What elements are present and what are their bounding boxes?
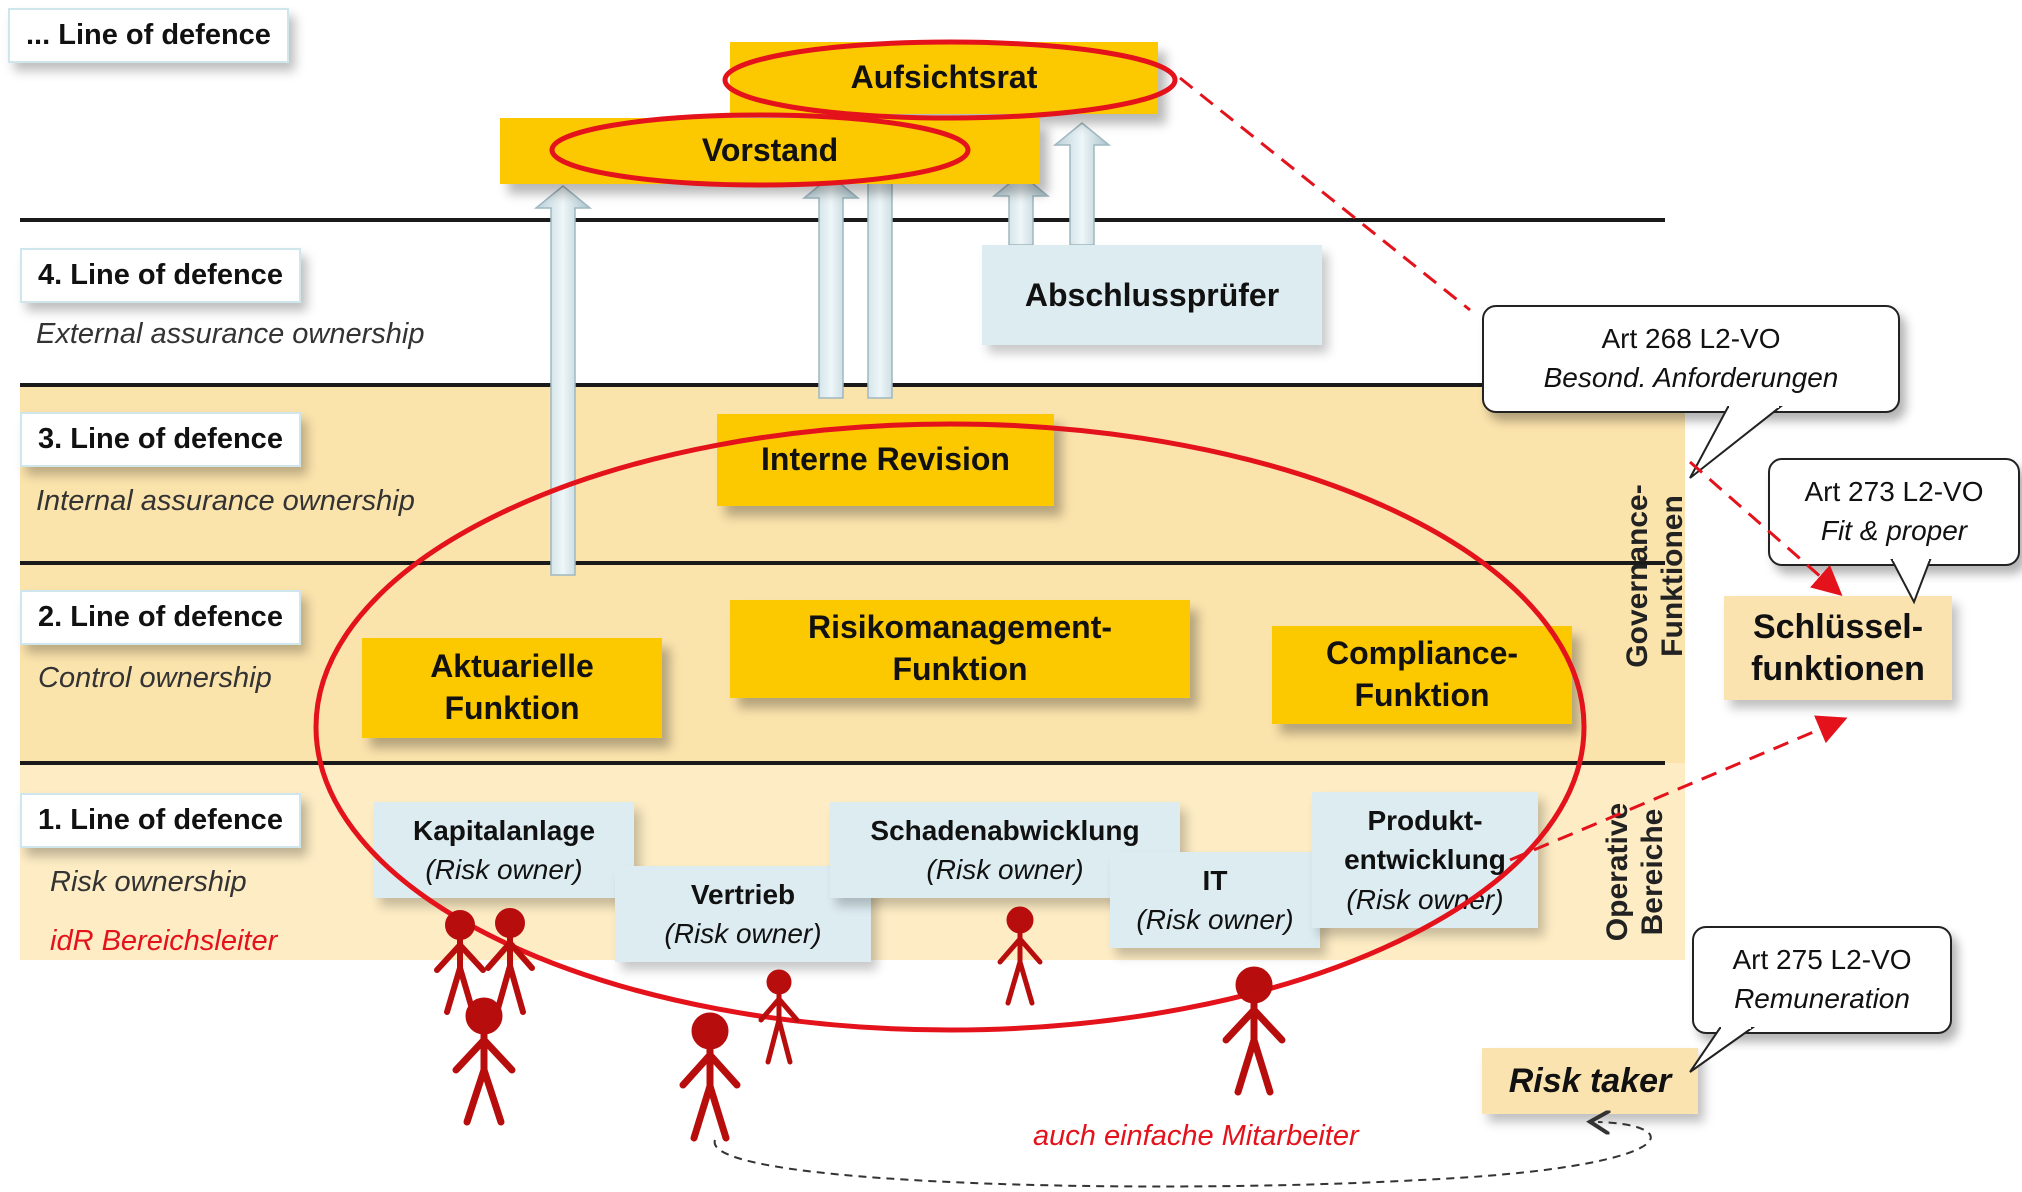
callout-art-268: Art 268 L2-VO Besond. Anforderungen bbox=[1482, 305, 1900, 413]
line-1-title: 1. Line of defence bbox=[20, 793, 301, 848]
callout-art-275: Art 275 L2-VO Remuneration bbox=[1692, 926, 1952, 1034]
dashed-arrow-risk-taker bbox=[713, 1122, 1652, 1188]
abschlusspruefer-label: Abschlussprüfer bbox=[1024, 276, 1280, 313]
kapitalanlage-box: Kapitalanlage (Risk owner) bbox=[374, 802, 634, 898]
line-1-note: idR Bereichsleiter bbox=[50, 925, 278, 957]
line-4-subtitle: External assurance ownership bbox=[36, 318, 425, 350]
callout-art-273-line1: Art 273 L2-VO bbox=[1804, 476, 1984, 508]
aktuarielle-funktion-box: Aktuarielle Funktion bbox=[362, 638, 662, 738]
it-box: IT (Risk owner) bbox=[1110, 852, 1320, 948]
schadenabwicklung-label: Schadenabwicklung bbox=[870, 814, 1140, 846]
callout-tail bbox=[1890, 559, 1932, 605]
schluessel-line2: funktionen bbox=[1751, 650, 1925, 688]
governance-ellipse bbox=[313, 421, 1587, 1033]
divider-line bbox=[20, 561, 1665, 565]
it-owner: (Risk owner) bbox=[1136, 904, 1294, 935]
dashed-arrow-aufsichtsrat bbox=[1179, 76, 1471, 312]
risk-taker-box: Risk taker bbox=[1482, 1048, 1698, 1114]
aktuarielle-line2: Funktion bbox=[444, 690, 580, 726]
produktentwicklung-owner: (Risk owner) bbox=[1346, 883, 1504, 915]
abschlusspruefer-box: Abschlussprüfer bbox=[982, 245, 1322, 345]
person-icon bbox=[679, 1012, 741, 1142]
aktuarielle-line1: Aktuarielle bbox=[430, 648, 594, 685]
vertrieb-box: Vertrieb (Risk owner) bbox=[615, 866, 871, 962]
dashed-arrow-governance bbox=[1689, 460, 1843, 596]
person-icon bbox=[758, 969, 800, 1065]
line-2-title: 2. Line of defence bbox=[20, 590, 301, 645]
it-label: IT bbox=[1202, 864, 1228, 896]
person-icon bbox=[997, 906, 1043, 1006]
schluessel-line1: Schlüssel- bbox=[1752, 607, 1924, 646]
line-3-title: 3. Line of defence bbox=[20, 412, 301, 467]
vertrieb-label: Vertrieb bbox=[690, 878, 796, 910]
vorstand-ellipse bbox=[549, 112, 971, 188]
arrow-to-vorstand bbox=[533, 185, 593, 576]
kapitalanlage-label: Kapitalanlage bbox=[412, 814, 596, 846]
callout-art-268-line2: Besond. Anforderungen bbox=[1543, 362, 1839, 393]
person-icon bbox=[1222, 966, 1286, 1096]
interne-revision-box: Interne Revision bbox=[717, 414, 1054, 506]
produktentwicklung-label: Produkt- bbox=[1367, 805, 1483, 837]
callout-art-268-line1: Art 268 L2-VO bbox=[1601, 323, 1781, 355]
callout-art-273-line2: Fit & proper bbox=[1820, 515, 1968, 546]
mitarbeiter-note: auch einfache Mitarbeiter bbox=[1033, 1120, 1359, 1152]
header-label: ... Line of defence bbox=[8, 8, 289, 63]
divider-line bbox=[20, 761, 1665, 765]
line-3-subtitle: Internal assurance ownership bbox=[36, 485, 415, 517]
interne-revision-label: Interne Revision bbox=[761, 441, 1010, 478]
risikomanagement-line1: Risikomanagement- bbox=[807, 609, 1113, 646]
produktentwicklung-box: Produkt- entwicklung (Risk owner) bbox=[1312, 792, 1538, 928]
kapitalanlage-owner: (Risk owner) bbox=[425, 854, 583, 885]
callout-art-275-line1: Art 275 L2-VO bbox=[1732, 944, 1912, 976]
schadenabwicklung-owner: (Risk owner) bbox=[926, 854, 1084, 885]
schluesselfunktionen-box: Schlüssel- funktionen bbox=[1724, 596, 1952, 700]
line-4-title: 4. Line of defence bbox=[20, 248, 301, 303]
arrow-to-vorstand bbox=[801, 175, 861, 399]
vertrieb-owner: (Risk owner) bbox=[664, 918, 822, 949]
line-2-subtitle: Control ownership bbox=[38, 662, 272, 694]
aufsichtsrat-box: Aufsichtsrat bbox=[730, 42, 1158, 114]
person-icon bbox=[452, 997, 516, 1126]
produktentwicklung-label-2: entwicklung bbox=[1344, 844, 1506, 876]
compliance-line2: Funktion bbox=[1354, 677, 1490, 713]
risikomanagement-line2: Funktion bbox=[892, 651, 1028, 687]
callout-tail bbox=[1689, 406, 1783, 479]
person-icon bbox=[485, 908, 535, 1015]
risk-taker-label: Risk taker bbox=[1508, 1061, 1672, 1100]
arrow-to-vorstand bbox=[991, 173, 1051, 246]
dashed-arrow-operative bbox=[1509, 715, 1848, 862]
callout-art-273: Art 273 L2-VO Fit & proper bbox=[1768, 458, 2020, 566]
callout-art-275-line2: Remuneration bbox=[1734, 983, 1910, 1014]
arrow-to-aufsichtsrat bbox=[1052, 122, 1112, 246]
risikomanagement-funktion-box: Risikomanagement- Funktion bbox=[730, 600, 1190, 698]
compliance-line1: Compliance- bbox=[1325, 635, 1519, 672]
vorstand-label: Vorstand bbox=[701, 132, 839, 169]
line-1-subtitle: Risk ownership bbox=[50, 866, 247, 898]
aufsichtsrat-ellipse bbox=[722, 39, 1178, 121]
compliance-funktion-box: Compliance- Funktion bbox=[1272, 626, 1572, 724]
callout-tail bbox=[1689, 1027, 1756, 1073]
aufsichtsrat-label: Aufsichtsrat bbox=[850, 59, 1038, 96]
